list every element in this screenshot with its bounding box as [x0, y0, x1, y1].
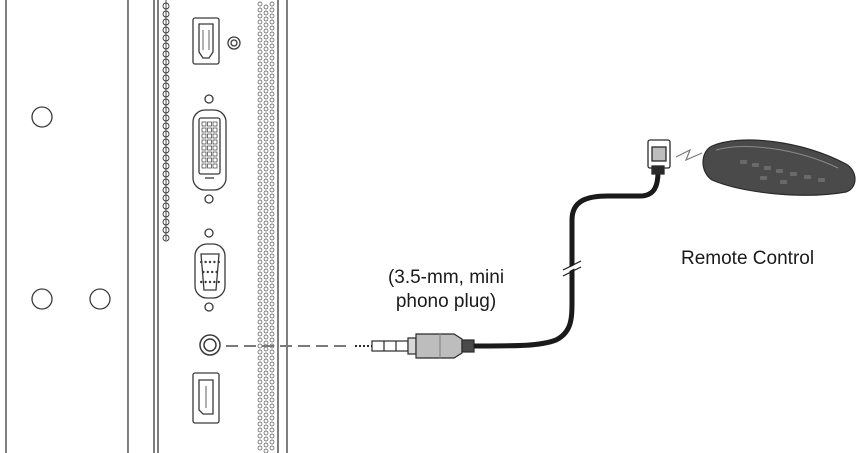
vga-port-icon — [194, 228, 226, 312]
displayport-icon — [192, 372, 220, 424]
bead-strip — [162, 0, 170, 242]
vent-perforations — [257, 1, 275, 453]
audio-jack-icon — [199, 334, 221, 356]
screw-hole-right — [89, 288, 111, 310]
cable-break-mark — [563, 262, 581, 274]
remote-control-icon — [702, 139, 856, 196]
plug-label-line1: (3.5-mm, mini — [387, 267, 505, 288]
remote-cable — [473, 171, 661, 349]
remote-control-label: Remote Control — [681, 248, 815, 269]
monitor-back-panel — [5, 0, 159, 453]
screw-hole-top — [31, 106, 53, 128]
screw-hole-left — [31, 288, 53, 310]
ir-receiver-icon — [647, 139, 703, 175]
plug-label-line2: phono plug) — [395, 291, 497, 312]
hdmi-port-icon — [192, 17, 241, 65]
dvi-port-icon — [192, 94, 227, 204]
mini-phono-plug-icon — [355, 333, 475, 359]
plug-label: (3.5-mm, mini phono plug) — [361, 266, 531, 314]
